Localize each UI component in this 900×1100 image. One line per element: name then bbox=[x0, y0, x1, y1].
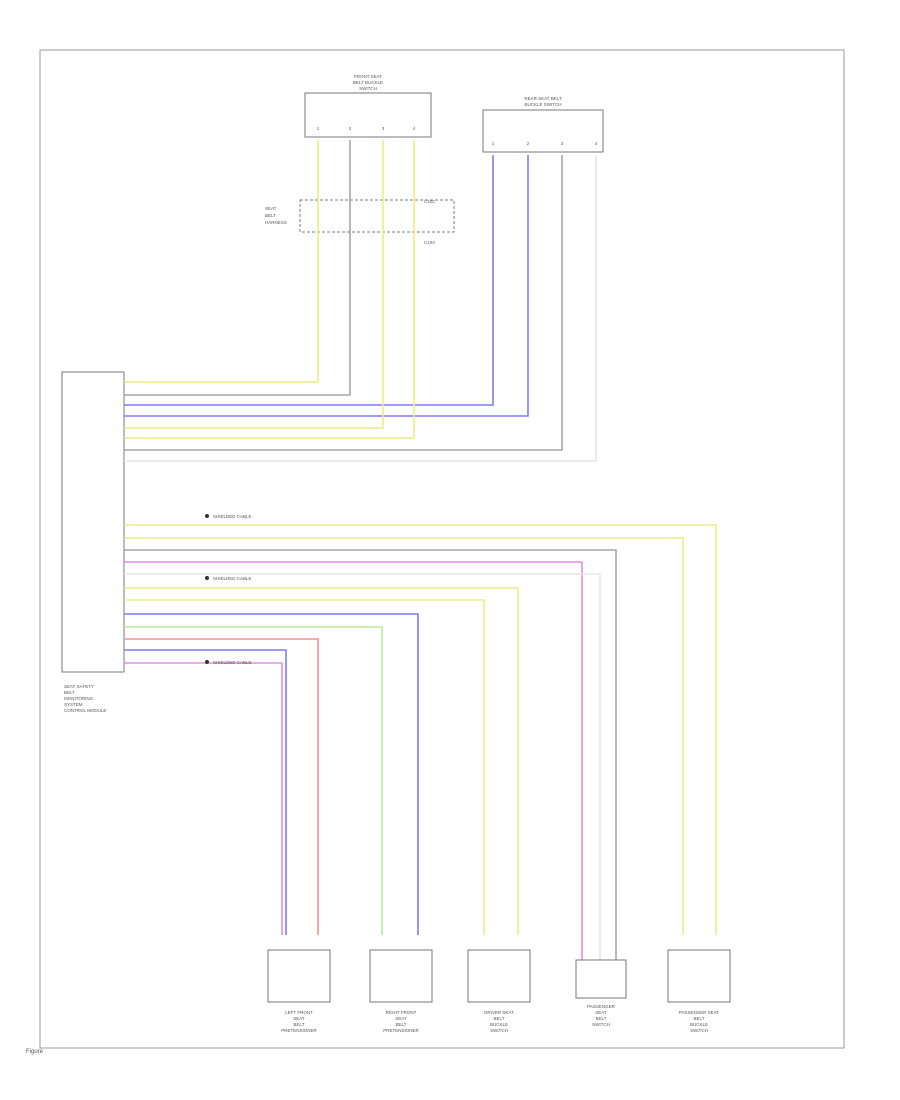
component-3-label-1: DRIVER SEAT bbox=[484, 1010, 514, 1015]
top-right-pin-2: 2 bbox=[527, 141, 530, 146]
component-3-label-2: BELT bbox=[494, 1016, 505, 1021]
component-2-label-3: BELT bbox=[396, 1022, 407, 1027]
top-right-connector-label-1: REAR SEAT BELT bbox=[524, 96, 562, 101]
inline-label-left-2: BELT bbox=[265, 213, 276, 218]
wire-lower-yellow-2 bbox=[124, 537, 684, 935]
top-left-pin-3: 3 bbox=[382, 126, 385, 131]
wire-lower-yellow-1 bbox=[124, 524, 717, 935]
control-module: SEAT SAFETY BELT MONITORING SYSTEM CONTR… bbox=[61, 371, 125, 713]
component-3-label-3: BUCKLE bbox=[490, 1022, 508, 1027]
bottom-component-4: PASSENGER SEAT BELT SWITCH bbox=[575, 959, 627, 1027]
top-right-pin-4: 4 bbox=[595, 141, 598, 146]
wire-lower-red bbox=[124, 638, 319, 935]
component-1-label-3: BELT bbox=[294, 1022, 305, 1027]
inline-label-left-3: HARNESS bbox=[265, 220, 287, 225]
component-1-label-4: PRETENSIONER bbox=[281, 1028, 317, 1033]
component-5-label-1: PASSENGER SEAT bbox=[679, 1010, 720, 1015]
top-left-connector-label-3: SWITCH bbox=[359, 86, 377, 91]
upper-wires bbox=[124, 140, 597, 462]
component-5-label-4: SWITCH bbox=[690, 1028, 708, 1033]
module-label-2: BELT bbox=[64, 690, 75, 695]
inline-label-right-2: C103 bbox=[424, 240, 435, 245]
inline-label-left-1: SEAT bbox=[265, 206, 277, 211]
top-left-connector: FRONT SEAT BELT BUCKLE SWITCH 1 2 3 4 bbox=[304, 74, 432, 138]
wire-upper-yellow-2 bbox=[124, 140, 384, 429]
top-left-pin-1: 1 bbox=[317, 126, 320, 131]
component-5-label-3: BUCKLE bbox=[690, 1022, 708, 1027]
wire-upper-blue-2 bbox=[124, 155, 529, 417]
shield-note-2: SHIELDED CABLE bbox=[213, 576, 252, 581]
component-4-label-1: PASSENGER bbox=[587, 1004, 615, 1009]
shield-note-3: SHIELDED CABLE bbox=[213, 660, 252, 665]
bottom-component-2: RIGHT FRONT SEAT BELT PRETENSIONER bbox=[369, 949, 433, 1033]
diagram-frame bbox=[39, 49, 845, 1049]
wire-lower-lightblue bbox=[124, 613, 419, 935]
wire-lower-yellow-4 bbox=[124, 599, 485, 935]
component-1-label-2: SEAT bbox=[293, 1016, 305, 1021]
wire-upper-yellow-3 bbox=[124, 140, 415, 439]
component-3-label-4: SWITCH bbox=[490, 1028, 508, 1033]
top-right-pin-3: 3 bbox=[561, 141, 564, 146]
inline-connector: SEAT BELT HARNESS C102 C103 bbox=[265, 199, 455, 245]
top-right-connector: REAR SEAT BELT BUCKLE SWITCH 1 2 3 4 bbox=[482, 96, 604, 153]
wire-upper-gray bbox=[124, 140, 351, 396]
shield-note-1: SHIELDED CABLE bbox=[213, 514, 252, 519]
component-5-label-2: BELT bbox=[694, 1016, 705, 1021]
wire-lower-yellow-3 bbox=[124, 587, 519, 935]
module-label-5: CONTROL MODULE bbox=[64, 708, 106, 713]
lower-wires bbox=[124, 524, 717, 960]
bottom-component-3: DRIVER SEAT BELT BUCKLE SWITCH bbox=[467, 949, 531, 1033]
component-2-label-1: RIGHT FRONT bbox=[386, 1010, 417, 1015]
component-1-label-1: LEFT FRONT bbox=[285, 1010, 313, 1015]
top-left-connector-label-2: BELT BUCKLE bbox=[353, 80, 383, 85]
wire-upper-yellow-1 bbox=[124, 140, 319, 383]
bottom-component-1: LEFT FRONT SEAT BELT PRETENSIONER bbox=[267, 949, 331, 1033]
wire-lower-pink-2 bbox=[124, 662, 283, 935]
top-left-pin-4: 4 bbox=[413, 126, 416, 131]
component-4-label-3: BELT bbox=[596, 1016, 607, 1021]
module-label-4: SYSTEM bbox=[64, 702, 83, 707]
component-2-label-2: SEAT bbox=[395, 1016, 407, 1021]
module-label-1: SEAT SAFETY bbox=[64, 684, 94, 689]
top-right-pin-1: 1 bbox=[492, 141, 495, 146]
bottom-component-5: PASSENGER SEAT BELT BUCKLE SWITCH bbox=[667, 949, 731, 1033]
top-right-connector-label-2: BUCKLE SWITCH bbox=[524, 102, 561, 107]
inline-label-right-1: C102 bbox=[424, 199, 435, 204]
wire-lower-blue bbox=[124, 649, 287, 935]
top-left-pin-2: 2 bbox=[349, 126, 352, 131]
wire-upper-white bbox=[124, 155, 597, 462]
wire-upper-gray-2 bbox=[124, 155, 563, 451]
top-left-connector-label-1: FRONT SEAT bbox=[354, 74, 382, 79]
wire-lower-green bbox=[124, 626, 383, 935]
shield-notes: SHIELDED CABLE SHIELDED CABLE SHIELDED C… bbox=[205, 514, 252, 665]
wire-lower-pink bbox=[124, 561, 583, 960]
wire-upper-blue-1 bbox=[124, 155, 494, 406]
page-label: Figure bbox=[26, 1049, 44, 1055]
wire-lower-gray bbox=[124, 549, 617, 960]
module-label-3: MONITORING bbox=[64, 696, 94, 701]
component-2-label-4: PRETENSIONER bbox=[383, 1028, 419, 1033]
wire-lower-white bbox=[124, 573, 601, 960]
component-4-label-4: SWITCH bbox=[592, 1022, 610, 1027]
component-4-label-2: SEAT bbox=[595, 1010, 607, 1015]
